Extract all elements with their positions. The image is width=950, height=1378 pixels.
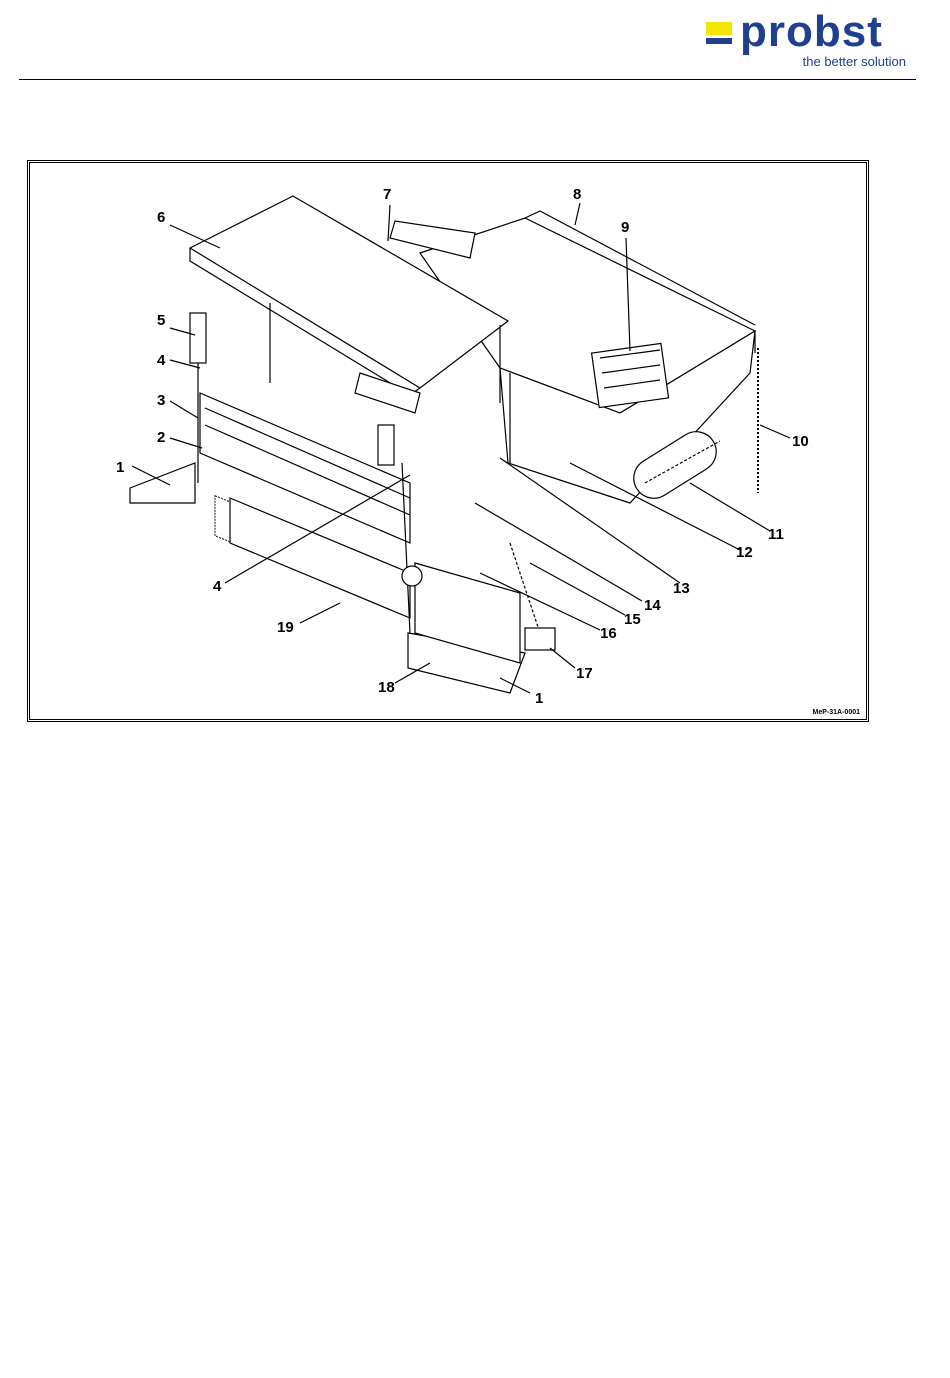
- machine-illustration-frame: 1 2 3 4 5 6 7 8 9 10 11 12 13 14 15 16 1…: [27, 160, 869, 722]
- callout-4-bottom: 4: [213, 579, 221, 595]
- callout-12: 12: [736, 545, 753, 561]
- callout-11: 11: [768, 527, 784, 543]
- callout-1-right: 1: [535, 691, 543, 707]
- callout-6: 6: [157, 210, 165, 226]
- logo-wordmark: probst: [740, 8, 883, 56]
- callout-8: 8: [573, 187, 581, 203]
- callout-3: 3: [157, 393, 165, 409]
- logo-mark-icon: [706, 22, 732, 44]
- callout-19: 19: [277, 620, 294, 636]
- callout-18: 18: [378, 680, 395, 696]
- callout-16: 16: [600, 626, 617, 642]
- callout-15: 15: [624, 612, 641, 628]
- callout-2: 2: [157, 430, 165, 446]
- machine-illustration: [30, 163, 866, 719]
- callout-1-left: 1: [116, 460, 124, 476]
- header-divider: [19, 79, 916, 80]
- callout-10: 10: [792, 434, 809, 450]
- probst-logo: probst the better solution: [706, 14, 906, 72]
- callout-17: 17: [576, 666, 593, 682]
- figure-code: MeP-31A-0001: [813, 709, 860, 716]
- callout-4-top: 4: [157, 353, 165, 369]
- callout-13: 13: [673, 581, 690, 597]
- callout-5: 5: [157, 313, 165, 329]
- callout-9: 9: [621, 220, 629, 236]
- logo-tagline: the better solution: [803, 54, 906, 69]
- callout-7: 7: [383, 187, 391, 203]
- callout-14: 14: [644, 598, 661, 614]
